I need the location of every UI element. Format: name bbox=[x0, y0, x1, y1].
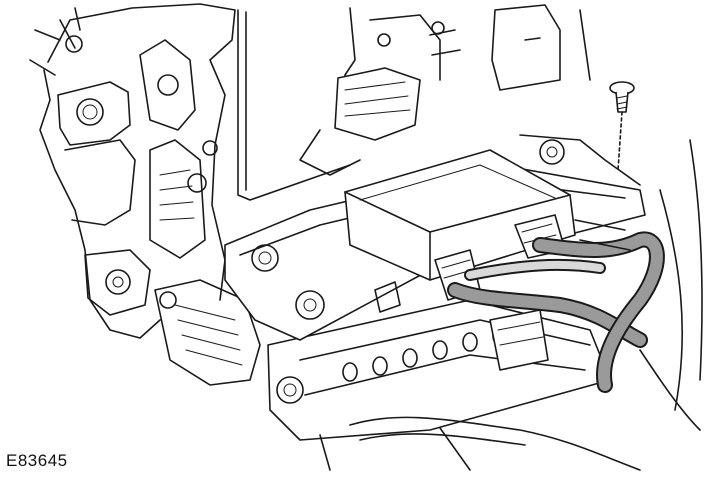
figure-reference-code: E83645 bbox=[6, 451, 68, 470]
mounting-bolt-rear bbox=[539, 139, 565, 165]
upper-bracket bbox=[237, 4, 591, 201]
mounting-bolt-front bbox=[295, 290, 325, 320]
left-body-frame bbox=[29, 3, 261, 386]
right-trim bbox=[349, 139, 703, 471]
wiring-harness bbox=[447, 219, 665, 393]
mounting-bolt-left bbox=[251, 244, 279, 272]
screw-icon bbox=[609, 81, 635, 171]
control-module bbox=[344, 149, 576, 313]
